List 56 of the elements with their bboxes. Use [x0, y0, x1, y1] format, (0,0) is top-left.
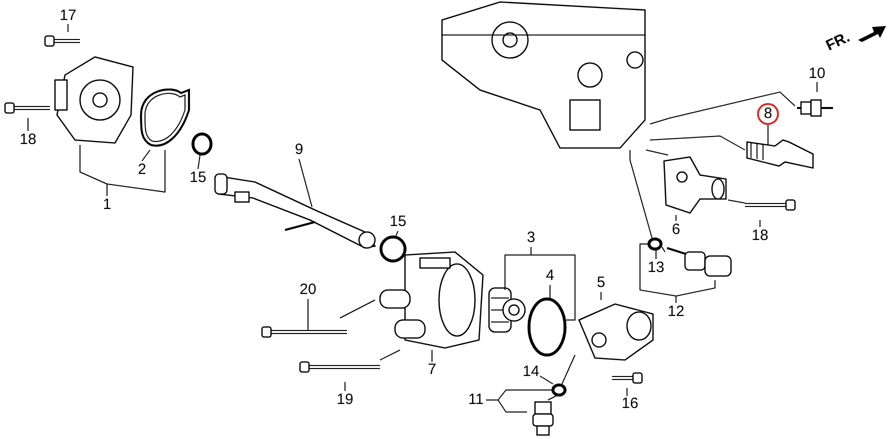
- leader-line: [298, 158, 312, 208]
- callout-number: 4: [538, 268, 562, 284]
- leader-line: [562, 354, 576, 384]
- callout-number: 15: [186, 170, 210, 186]
- callout-number: 14: [519, 364, 543, 380]
- callout-number: 10: [805, 66, 829, 82]
- leader-line: [646, 150, 668, 156]
- callout-number: 11: [464, 392, 488, 408]
- leader-line: [662, 246, 666, 252]
- leader-line: [142, 150, 150, 162]
- leader-line: [486, 390, 552, 400]
- callout-number: 1: [95, 197, 119, 213]
- leader-line: [650, 136, 746, 150]
- callout-number: 9: [287, 142, 311, 158]
- water-pump-drawing: [55, 55, 135, 145]
- leader-line: [626, 388, 628, 396]
- leader-line: [650, 91, 796, 124]
- callout-number: 17: [56, 8, 80, 24]
- leader-line: [198, 154, 200, 170]
- leader-line: [600, 292, 602, 300]
- callout-number: 12: [664, 304, 688, 320]
- callout-number: 5: [589, 275, 613, 291]
- callout-number: 13: [644, 260, 668, 276]
- leader-line: [396, 230, 398, 236]
- leader-line: [816, 82, 818, 92]
- callout-number: 19: [333, 392, 357, 408]
- leader-line: [498, 400, 528, 412]
- leader-line: [548, 396, 556, 400]
- leader-line: [530, 254, 576, 320]
- callout-number: 20: [296, 282, 320, 298]
- callout-number: 15: [386, 214, 410, 230]
- leader-line: [80, 144, 108, 196]
- leader-line: [504, 246, 532, 290]
- callout-number: 18: [16, 132, 40, 148]
- leader-line: [630, 150, 652, 238]
- o-ring-drawing: [192, 133, 212, 155]
- front-direction-label: FR.: [824, 30, 852, 54]
- seal-ring-drawing: [528, 298, 566, 356]
- callout-number: 7: [420, 362, 444, 378]
- washer-drawing: [648, 238, 662, 250]
- washer-drawing: [552, 384, 566, 396]
- callout-number: 3: [519, 230, 543, 246]
- leader-line: [340, 300, 376, 318]
- callout-number: 16: [618, 396, 642, 412]
- leader-line: [106, 150, 166, 193]
- callout-number: 8: [756, 106, 780, 122]
- leader-line: [728, 200, 746, 204]
- callout-number: 18: [748, 228, 772, 244]
- leader-line: [380, 350, 400, 360]
- leader-line: [640, 244, 676, 296]
- leader-line: [344, 382, 346, 392]
- callout-number: 2: [130, 162, 154, 178]
- leader-line: [540, 376, 554, 384]
- o-ring-drawing: [380, 236, 406, 262]
- leader-line: [676, 280, 716, 304]
- callout-number: 6: [664, 222, 688, 238]
